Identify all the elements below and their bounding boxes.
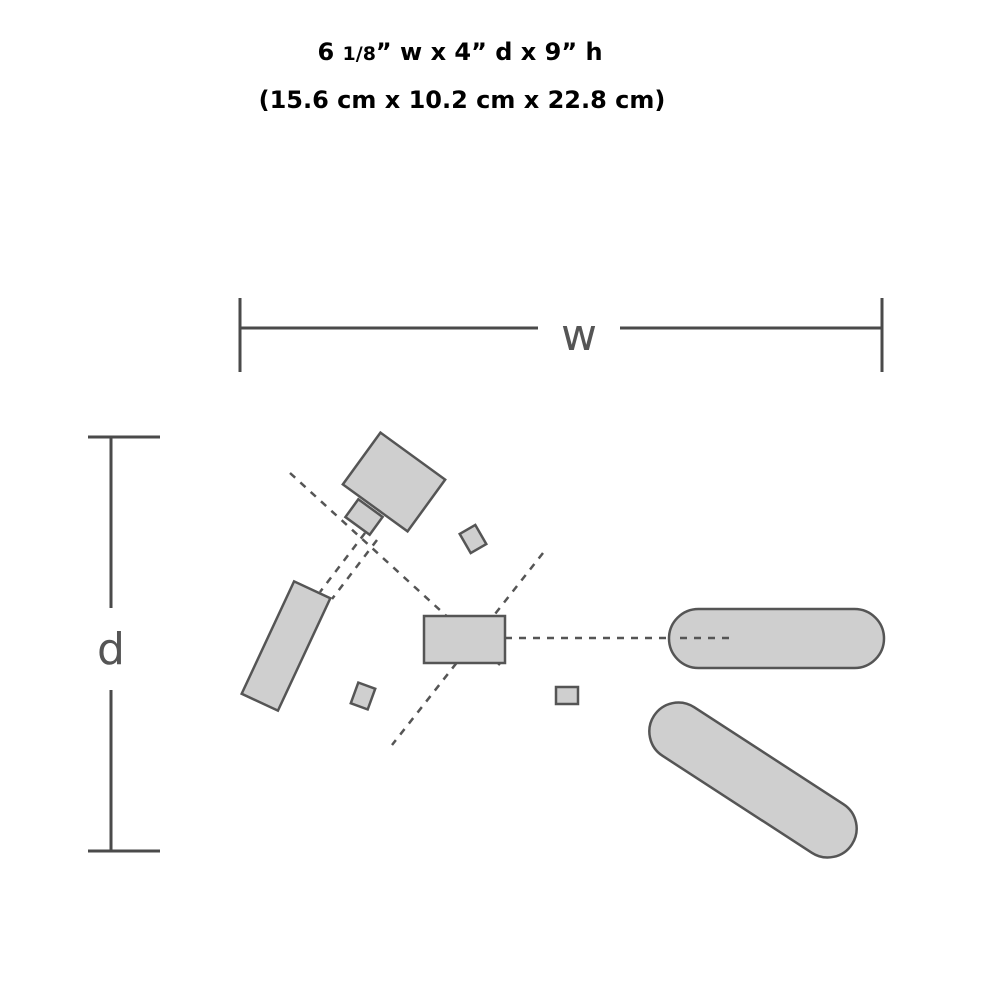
small-square-left [349,680,377,712]
guide-diagonal-a [289,472,501,666]
guide-arm-a [319,532,366,593]
dimension-text-imperial: 6 1/8” w x 4” d x 9” h [0,36,920,70]
diagonal-arm [648,701,858,859]
left-bar [240,579,332,713]
dimension-text-metric: (15.6 cm x 10.2 cm x 22.8 cm) [258,86,666,114]
guide-arm-b [331,539,378,600]
depth-label: d [97,624,125,675]
width-whole: 6 [317,38,343,66]
upper-head-block [341,430,447,534]
width-fraction: 1/8 [342,43,376,65]
upper-head-neck [343,497,385,537]
parts [240,430,886,859]
width-label: w [561,310,597,361]
small-square-right [554,685,580,706]
width-dimension [238,298,884,372]
depth-dimension [88,435,160,853]
dimension-text-rest: ” w x 4” d x 9” h [375,38,603,66]
small-square-top [457,523,489,555]
center-body [422,614,507,665]
horizontal-arm [667,607,886,670]
